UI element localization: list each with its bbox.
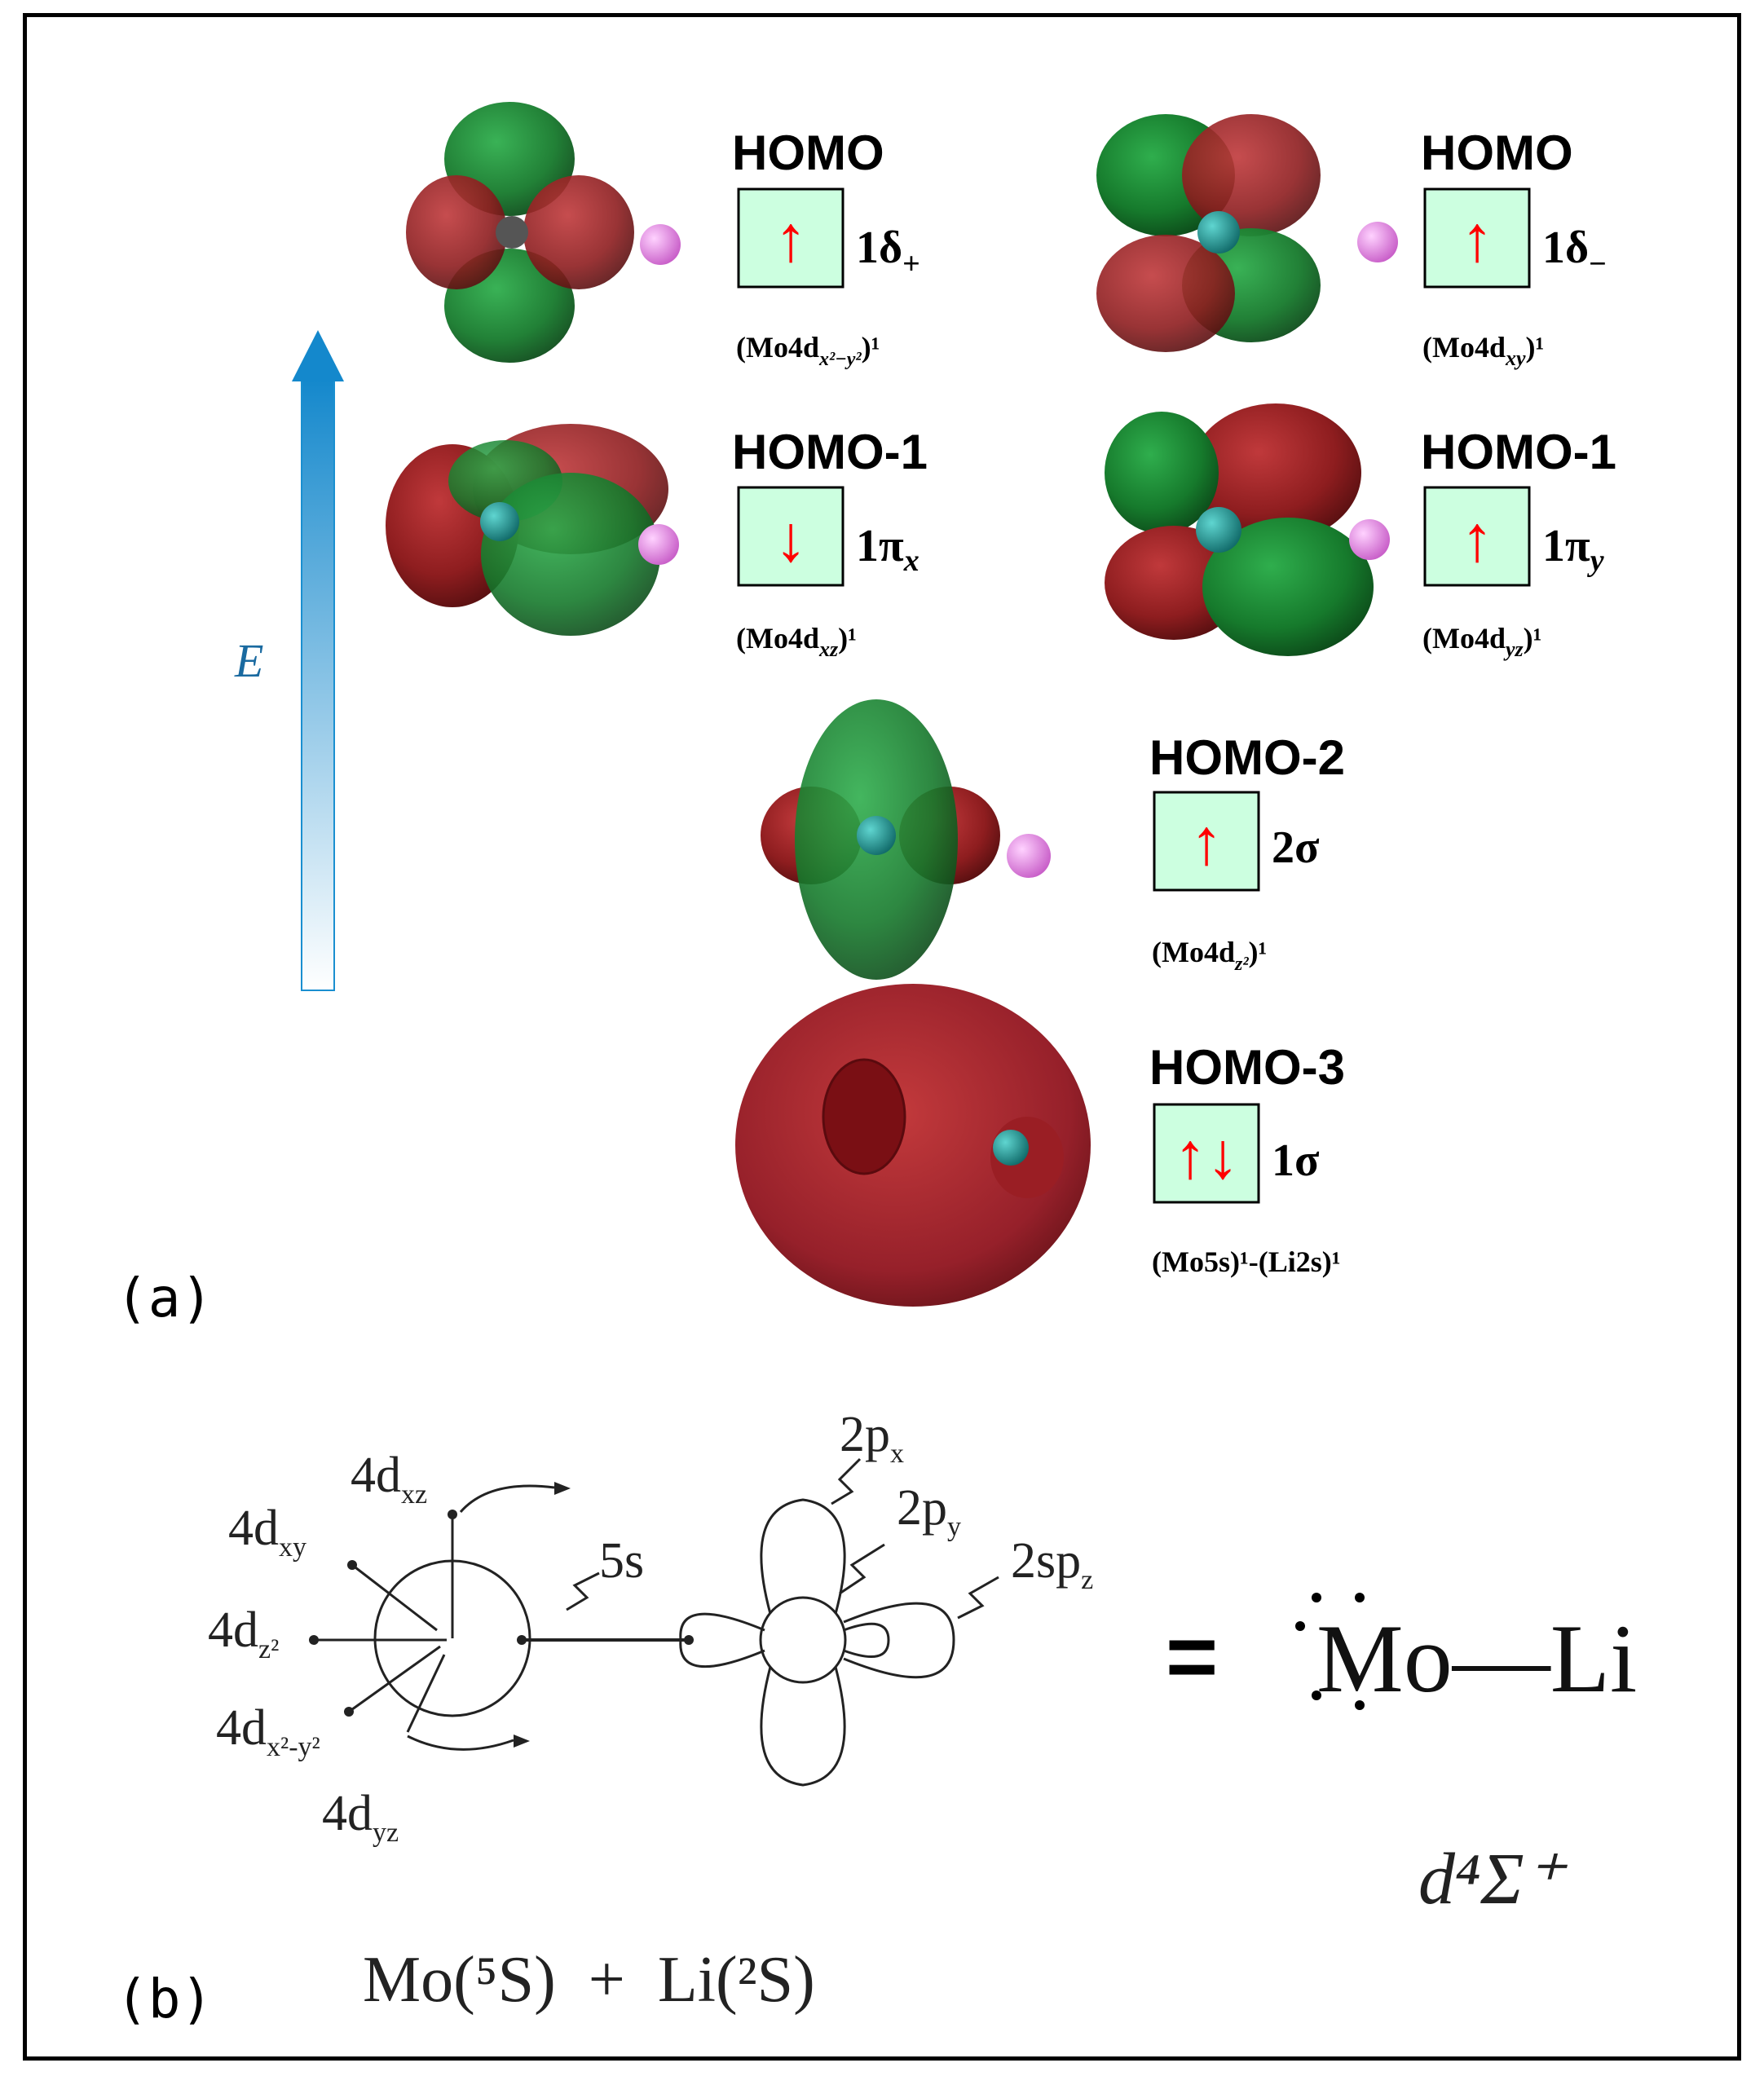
svg-text:4dyz: 4dyz [322, 1786, 399, 1848]
orbital-image-d-x2-y2 [406, 102, 681, 363]
svg-text:2spz: 2spz [1011, 1533, 1093, 1595]
energy-axis-label: E [234, 634, 263, 687]
svg-text:↓: ↓ [774, 504, 807, 575]
svg-text:(Mo4dx²−y²)¹: (Mo4dx²−y²)¹ [736, 331, 880, 370]
equals-sign: = [1166, 1607, 1218, 1707]
svg-text:1πx: 1πx [856, 521, 919, 578]
svg-text:2px: 2px [840, 1407, 904, 1469]
mo-atom-sketch [314, 1484, 689, 1751]
orbital-label-homo-2-sigma: HOMO-2 ↑ 2σ (Mo4dz²)¹ [1149, 730, 1345, 975]
orbital-image-d-xy [1096, 114, 1398, 352]
svg-text:1σ: 1σ [1272, 1135, 1320, 1186]
li-atom-sketch [679, 1457, 999, 1787]
svg-text:4dxz: 4dxz [351, 1448, 427, 1510]
reactants-label: Mo(⁵S) + Li(²S) [363, 1944, 815, 2016]
svg-text:(Mo4dxz)¹: (Mo4dxz)¹ [736, 622, 857, 661]
svg-text:2py: 2py [897, 1480, 961, 1542]
mo-li-product: Mo—Li [1295, 1593, 1637, 1713]
svg-text:(Mo4dyz)¹: (Mo4dyz)¹ [1422, 622, 1541, 661]
orbital-label-homo-delta-plus: HOMO ↑ 1δ+ (Mo4dx²−y²)¹ [732, 126, 920, 370]
svg-text:↑: ↑ [1461, 504, 1493, 575]
svg-text:↑: ↑ [1461, 204, 1493, 276]
orbital-sketch-labels: 4dxz 4dxy 4dz² 4dx²-y² 4dyz 5s 2px 2py 2… [208, 1407, 1093, 1848]
svg-text:HOMO-1: HOMO-1 [1421, 425, 1616, 479]
orbital-image-d-yz [1105, 403, 1390, 656]
svg-text:HOMO-2: HOMO-2 [1149, 730, 1345, 785]
svg-text:HOMO-1: HOMO-1 [732, 425, 928, 479]
svg-text:1δ+: 1δ+ [856, 223, 920, 281]
svg-text:4dx²-y²: 4dx²-y² [216, 1700, 320, 1762]
panel-b-label: (b) [116, 1968, 213, 2030]
orbital-image-d-z2 [761, 699, 1051, 980]
svg-text:1δ−: 1δ− [1542, 223, 1607, 281]
orbital-label-homo-1-pi-y: HOMO-1 ↑ 1πy (Mo4dyz)¹ [1421, 425, 1616, 661]
svg-text:4dxy: 4dxy [228, 1501, 306, 1563]
orbital-image-d-xz [386, 424, 679, 636]
svg-text:(Mo4dz²)¹: (Mo4dz²)¹ [1152, 936, 1267, 975]
svg-text:HOMO-3: HOMO-3 [1149, 1040, 1345, 1095]
svg-text:↑: ↑ [774, 204, 807, 276]
panel-a-label: (a) [116, 1267, 213, 1329]
orbital-label-homo-1-pi-x: HOMO-1 ↓ 1πx (Mo4dxz)¹ [732, 425, 928, 661]
orbital-label-homo-3-sigma: HOMO-3 ↑↓ 1σ (Mo5s)¹-(Li2s)¹ [1149, 1040, 1345, 1278]
term-symbol: d⁴Σ⁺ [1418, 1839, 1568, 1920]
svg-text:(Mo5s)¹-(Li2s)¹: (Mo5s)¹-(Li2s)¹ [1152, 1245, 1341, 1278]
svg-text:(Mo4dxy)¹: (Mo4dxy)¹ [1422, 331, 1544, 370]
svg-text:HOMO: HOMO [732, 126, 884, 180]
svg-text:Mo—Li: Mo—Li [1316, 1604, 1637, 1713]
svg-text:4dz²: 4dz² [208, 1602, 279, 1664]
svg-text:5s: 5s [599, 1533, 644, 1589]
mo-atom-sketch-dots [309, 1482, 694, 1748]
svg-text:HOMO: HOMO [1421, 126, 1573, 180]
svg-text:↑: ↑ [1190, 807, 1223, 879]
svg-text:1πy: 1πy [1542, 521, 1604, 578]
orbital-label-homo-delta-minus: HOMO ↑ 1δ− (Mo4dxy)¹ [1421, 126, 1607, 370]
svg-text:↑↓: ↑↓ [1174, 1121, 1239, 1192]
orbital-image-s-sigma [735, 984, 1091, 1307]
energy-arrow [292, 330, 344, 991]
svg-text:2σ: 2σ [1272, 822, 1320, 873]
